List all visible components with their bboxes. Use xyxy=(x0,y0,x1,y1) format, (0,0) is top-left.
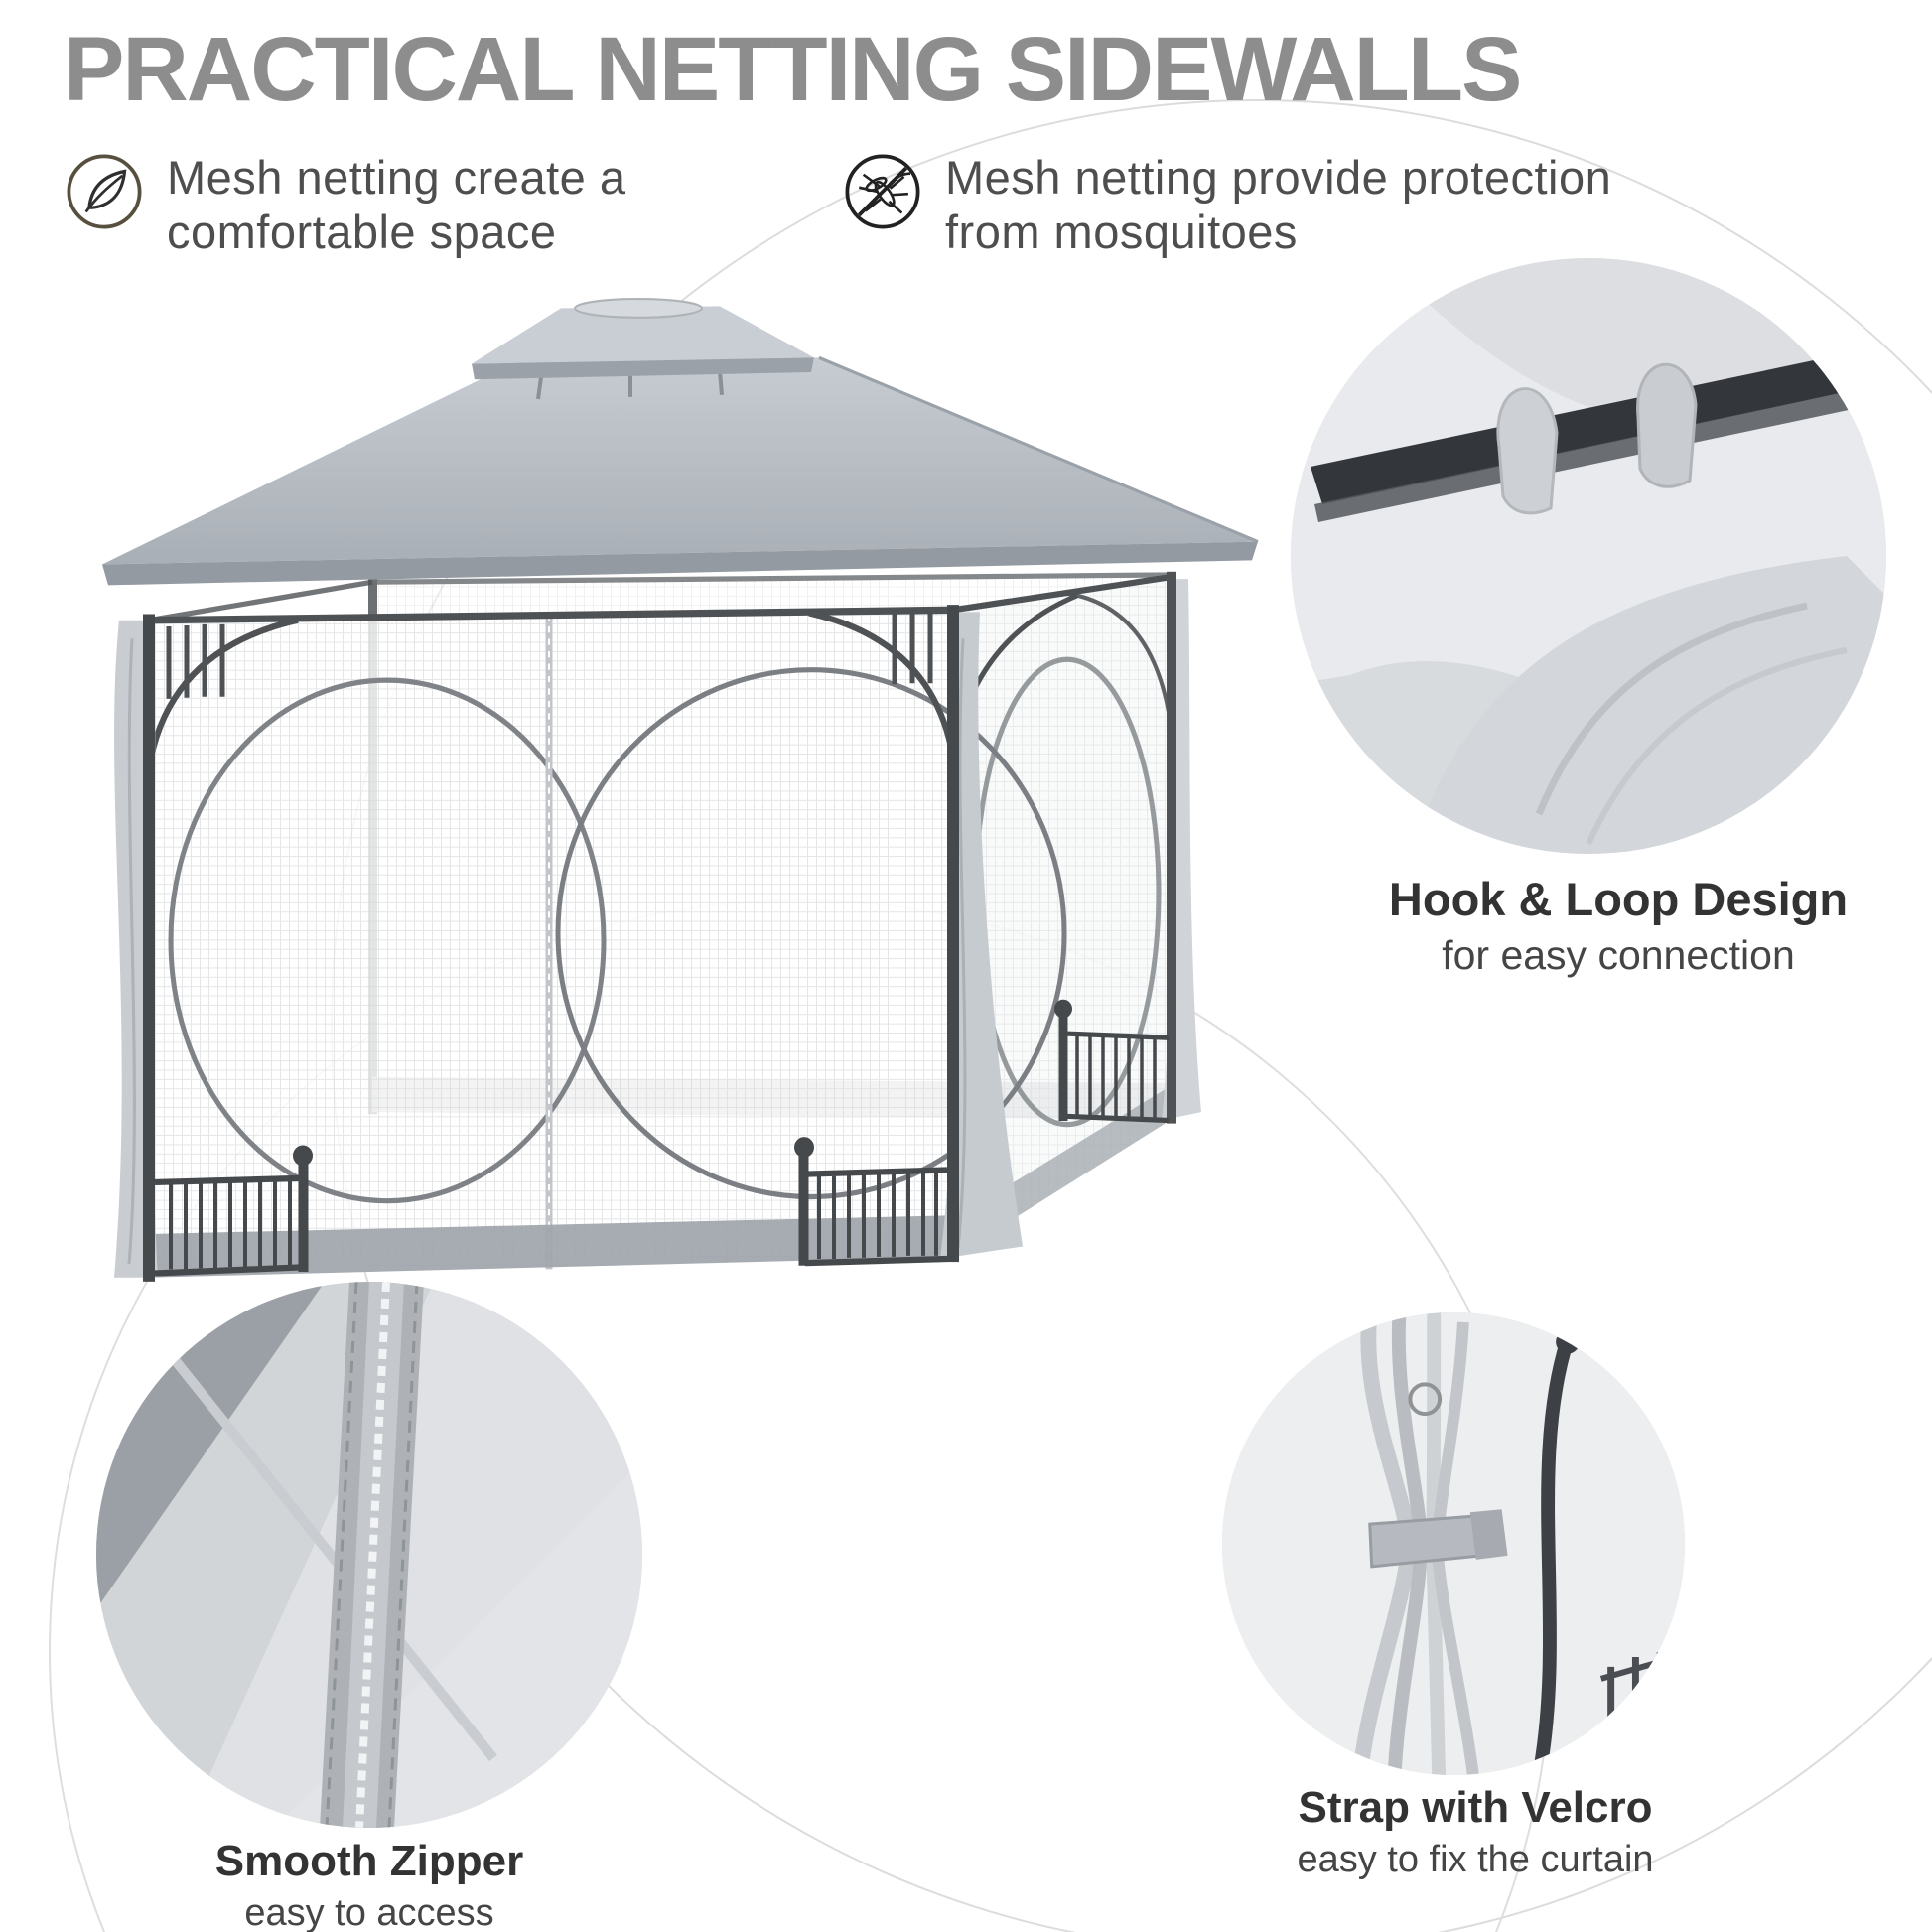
hook-loop-photo xyxy=(1291,258,1886,854)
leaf-icon xyxy=(64,151,145,232)
callout-caption-hook-loop: Hook & Loop Design for easy connection xyxy=(1301,872,1932,979)
feature-mosquito-text: Mesh netting provide protection from mos… xyxy=(945,151,1611,260)
callout-photo-hook-loop xyxy=(1291,258,1886,854)
callout-photo-strap xyxy=(1222,1312,1685,1775)
callout-photo-zipper xyxy=(96,1282,642,1828)
feature-mosquito-line1: Mesh netting provide protection xyxy=(945,151,1612,204)
callout-caption-strap: Strap with Velcro easy to fix the curtai… xyxy=(1187,1783,1763,1881)
strap-photo xyxy=(1222,1312,1685,1775)
feature-comfort-line1: Mesh netting create a xyxy=(167,151,626,204)
gazebo-posts xyxy=(143,571,1176,1282)
gazebo-railings xyxy=(154,999,1170,1277)
gazebo-illustration xyxy=(102,298,1259,1282)
feature-comfort-line2: comfortable space xyxy=(167,205,557,258)
strap-subtitle: easy to fix the curtain xyxy=(1297,1839,1654,1880)
callout-caption-zipper: Smooth Zipper easy to access xyxy=(101,1837,637,1932)
gazebo-front-wall xyxy=(149,610,1067,1278)
feature-mosquito: Mesh netting provide protection from mos… xyxy=(842,151,1611,260)
feature-mosquito-line2: from mosquitoes xyxy=(945,205,1298,258)
gazebo-roof xyxy=(102,298,1259,586)
hook-loop-subtitle: for easy connection xyxy=(1442,932,1795,978)
page-title: PRACTICAL NETTING SIDEWALLS xyxy=(64,19,1522,120)
hook-loop-title: Hook & Loop Design xyxy=(1388,873,1849,925)
zipper-title: Smooth Zipper xyxy=(214,1837,524,1885)
zipper-photo xyxy=(96,1282,642,1828)
feature-comfort-text: Mesh netting create a comfortable space xyxy=(167,151,626,260)
feature-comfort: Mesh netting create a comfortable space xyxy=(64,151,626,260)
strap-title: Strap with Velcro xyxy=(1298,1783,1653,1832)
zipper-subtitle: easy to access xyxy=(244,1892,494,1932)
no-mosquito-icon xyxy=(842,151,923,232)
